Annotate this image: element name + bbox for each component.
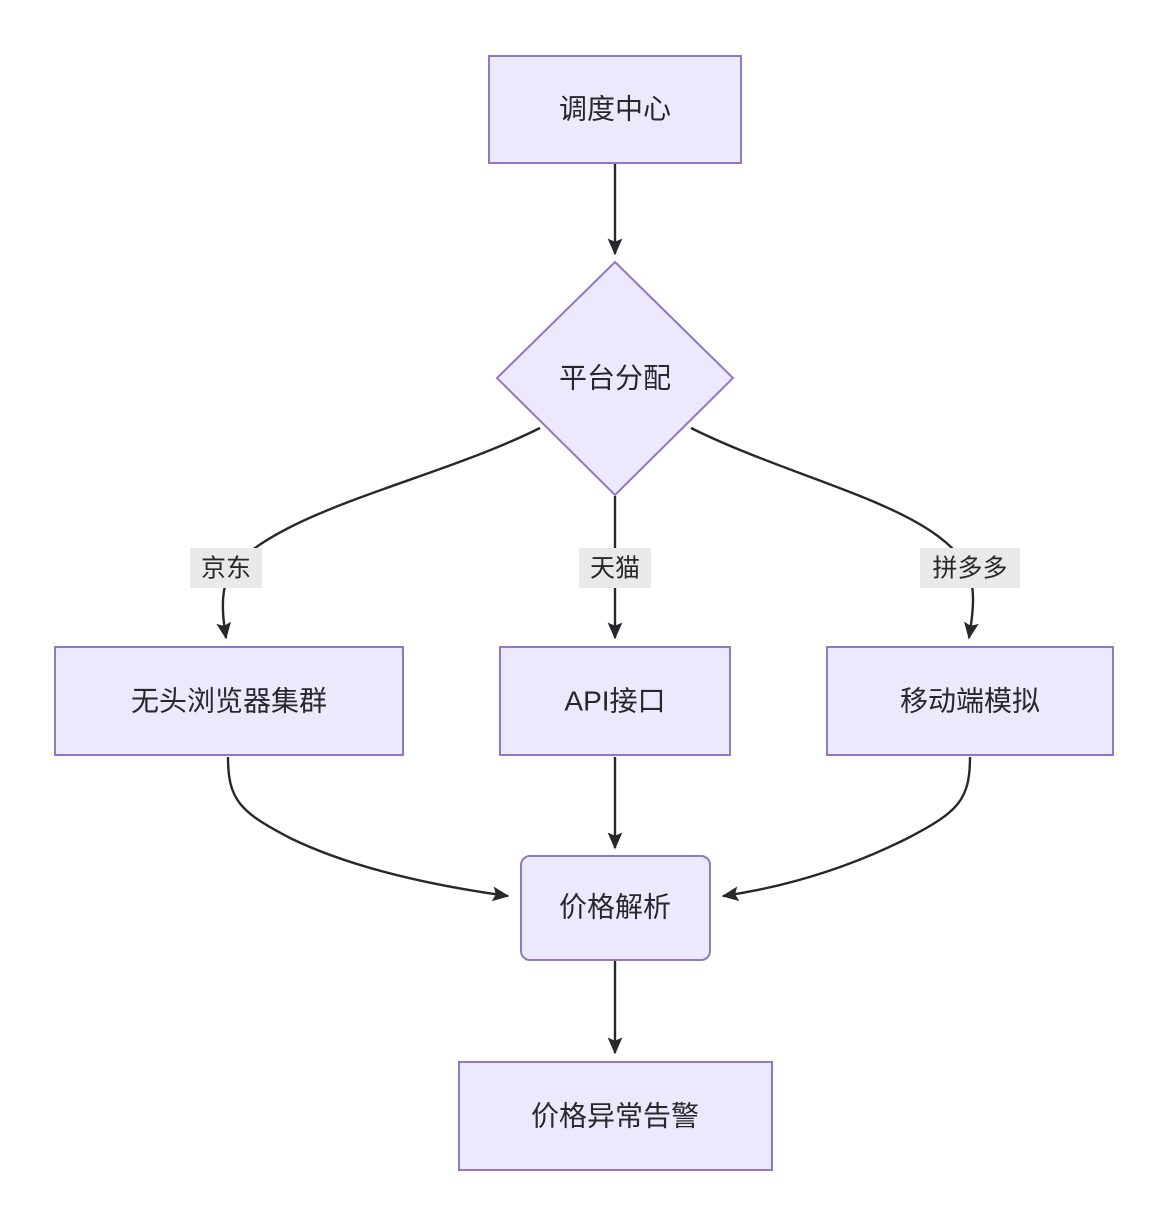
edge-labels-layer: 京东 天猫 拼多多 bbox=[190, 548, 1020, 588]
edge-headless-cluster-to-price-parse bbox=[226, 756, 510, 902]
edge-platform-assign-to-mobile-emulation bbox=[690, 426, 979, 640]
node-price-parse-label: 价格解析 bbox=[559, 891, 671, 922]
node-mobile-emulation-label: 移动端模拟 bbox=[900, 685, 1040, 716]
node-api-interface[interactable]: API接口 bbox=[499, 646, 731, 756]
node-headless-cluster[interactable]: 无头浏览器集群 bbox=[54, 646, 404, 756]
edges-layer bbox=[216, 163, 979, 1055]
edge-mobile-emulation-to-price-parse bbox=[721, 756, 972, 902]
node-dispatch-center[interactable]: 调度中心 bbox=[488, 55, 742, 164]
edge-label-jingdong: 京东 bbox=[190, 548, 262, 588]
node-platform-assign-label: 平台分配 bbox=[559, 362, 671, 393]
node-dispatch-center-label: 调度中心 bbox=[559, 93, 671, 124]
node-platform-assign[interactable]: 平台分配 bbox=[495, 260, 735, 497]
nodes-layer: 调度中心 平台分配 无头浏览器集群 API接口 移动端模拟 bbox=[54, 55, 1114, 1171]
node-price-parse[interactable]: 价格解析 bbox=[520, 855, 711, 961]
node-api-interface-label: API接口 bbox=[564, 685, 665, 716]
edge-platform-assign-to-headless-cluster bbox=[216, 426, 541, 640]
edge-label-tmall: 天猫 bbox=[579, 548, 651, 588]
node-price-alert[interactable]: 价格异常告警 bbox=[458, 1061, 773, 1171]
edge-label-pinduoduo: 拼多多 bbox=[920, 548, 1020, 588]
node-headless-cluster-label: 无头浏览器集群 bbox=[131, 685, 327, 716]
edge-label-jingdong-text: 京东 bbox=[201, 555, 251, 583]
edge-label-tmall-text: 天猫 bbox=[590, 555, 640, 583]
edge-label-pinduoduo-text: 拼多多 bbox=[932, 555, 1007, 583]
node-mobile-emulation[interactable]: 移动端模拟 bbox=[826, 646, 1114, 756]
node-price-alert-label: 价格异常告警 bbox=[531, 1100, 699, 1131]
